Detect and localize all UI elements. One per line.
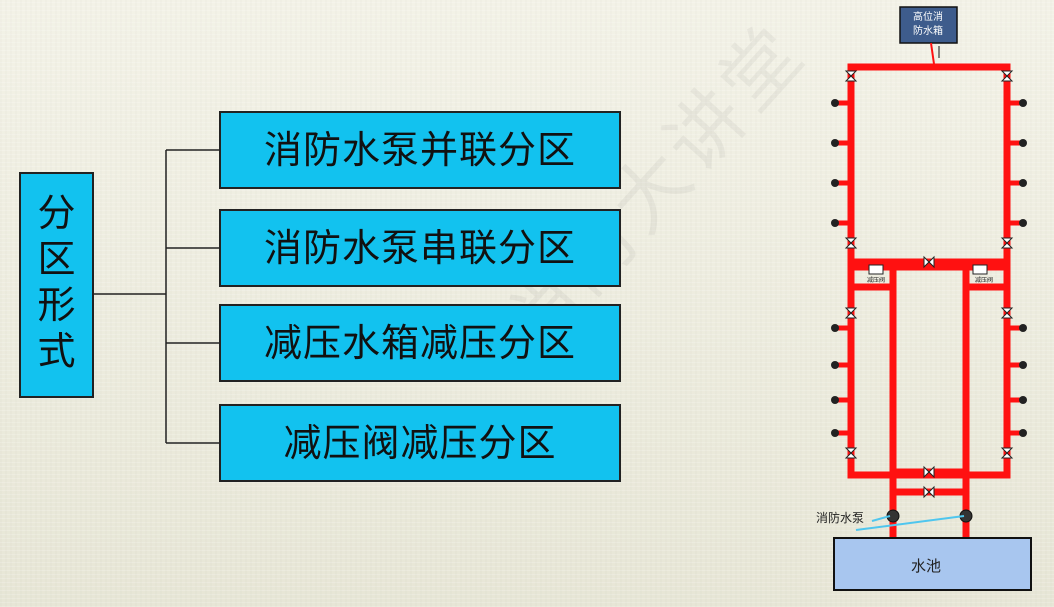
pressure-reducing-valve-right: 减压阀 [972, 264, 993, 284]
tank-label-line1: 高位消 [913, 10, 943, 23]
pool-label: 水池 [911, 557, 941, 575]
svg-text:减压阀: 减压阀 [975, 276, 993, 284]
root-char-4: 式 [37, 329, 76, 373]
branch-box-parallel-pumps: 消防水泵并联分区 [219, 111, 621, 189]
hydrant-icon [831, 429, 839, 437]
valve-icon [1000, 447, 1014, 459]
upper-hydrants [838, 100, 1020, 226]
tank-outlet-pipe [930, 42, 935, 65]
valve-icon [1000, 70, 1014, 82]
root-char-2: 区 [37, 237, 76, 281]
tank-label-line2: 防水箱 [913, 24, 943, 37]
hydrant-icon [831, 324, 839, 332]
hydrant-icon [831, 219, 839, 227]
hydrant-icon [1019, 396, 1027, 404]
root-box: 分 区 形 式 [19, 172, 94, 398]
branch-box-series-pumps: 消防水泵串联分区 [219, 209, 621, 287]
pump-label: 消防水泵 [816, 510, 864, 525]
lower-hydrants [838, 325, 1020, 436]
root-char-3: 形 [37, 283, 76, 327]
hydrant-icon [831, 179, 839, 187]
lower-zone-loop [847, 263, 1011, 479]
hydrant-icon [1019, 324, 1027, 332]
valve-icon [844, 237, 858, 249]
hydrant-icon [831, 396, 839, 404]
pump-label-leader-2 [871, 515, 891, 522]
hydrant-icon [1019, 99, 1027, 107]
valve-icon [923, 255, 935, 269]
hydrant-icon [1019, 219, 1027, 227]
water-pool [833, 537, 1032, 591]
valve-icon [1000, 307, 1014, 319]
upper-zone-loop [847, 63, 1011, 266]
valve-icon [923, 485, 935, 499]
pump-label-leader [855, 515, 965, 531]
valve-icon [844, 307, 858, 319]
valves [844, 70, 1014, 499]
valve-icon [844, 70, 858, 82]
hydrant-icon [1019, 179, 1027, 187]
hydrant-icon [1019, 429, 1027, 437]
root-char-1: 分 [37, 191, 76, 235]
valve-icon [923, 465, 935, 479]
hydrant-icon [831, 99, 839, 107]
hydrant-icon [1019, 139, 1027, 147]
hydrant-icon [831, 361, 839, 369]
hydrant-icon [831, 139, 839, 147]
branch-box-pressure-tank: 减压水箱减压分区 [219, 304, 621, 382]
high-level-tank: 高位消 防水箱 [899, 6, 958, 44]
valve-icon [1000, 237, 1014, 249]
branch-box-pressure-valve: 减压阀减压分区 [219, 404, 621, 482]
valve-icon [844, 447, 858, 459]
hydrant-icon [1019, 361, 1027, 369]
svg-text:减压阀: 减压阀 [867, 276, 885, 284]
pressure-reducing-valve-left: 减压阀 [867, 264, 885, 284]
